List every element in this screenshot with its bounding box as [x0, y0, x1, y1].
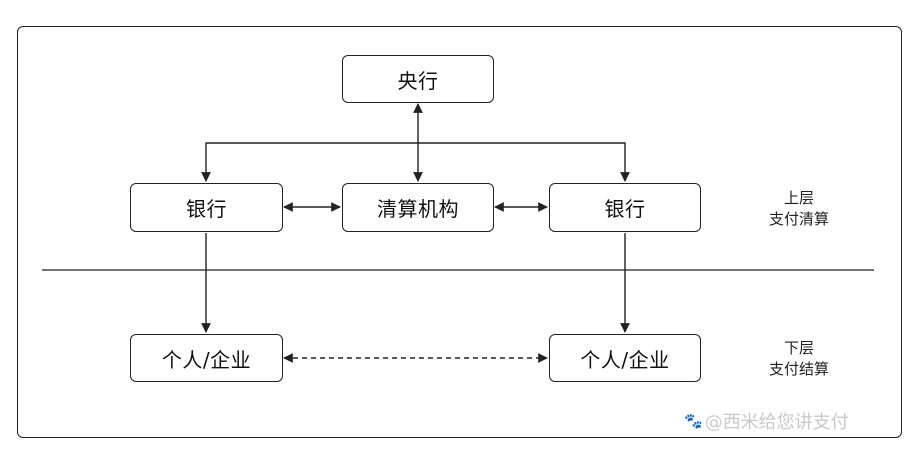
node-clearing-label: 清算机构 [377, 197, 459, 221]
tier-label-upper: 上层 支付清算 [744, 188, 854, 230]
watermark: 🐾 @西米给您讲支付 [684, 408, 849, 434]
node-central-bank-label: 央行 [397, 68, 439, 93]
node-clearing-institution: 清算机构 [342, 183, 494, 232]
diagram-frame [17, 26, 902, 438]
paw-icon: 🐾 [684, 412, 703, 430]
tier-lower-line1: 下层 [783, 339, 814, 357]
tier-upper-line1: 上层 [783, 189, 814, 207]
node-central-bank: 央行 [342, 55, 494, 103]
node-bank-left: 银行 [130, 183, 283, 232]
node-user-right: 个人/企业 [549, 334, 701, 382]
node-bank-right-label: 银行 [604, 197, 646, 221]
node-bank-left-label: 银行 [186, 197, 227, 221]
node-user-right-label: 个人/企业 [580, 347, 670, 372]
bus-to-left-bank [201, 142, 418, 182]
tier-lower-line2: 支付结算 [768, 360, 829, 378]
node-user-left-label: 个人/企业 [161, 347, 252, 372]
tier-upper-line2: 支付清算 [768, 210, 829, 228]
node-bank-right: 银行 [549, 183, 701, 232]
watermark-text: @西米给您讲支付 [704, 412, 849, 433]
node-user-left: 个人/企业 [130, 334, 283, 382]
bus-to-right-bank [418, 142, 630, 182]
tier-label-lower: 下层 支付结算 [744, 338, 854, 380]
